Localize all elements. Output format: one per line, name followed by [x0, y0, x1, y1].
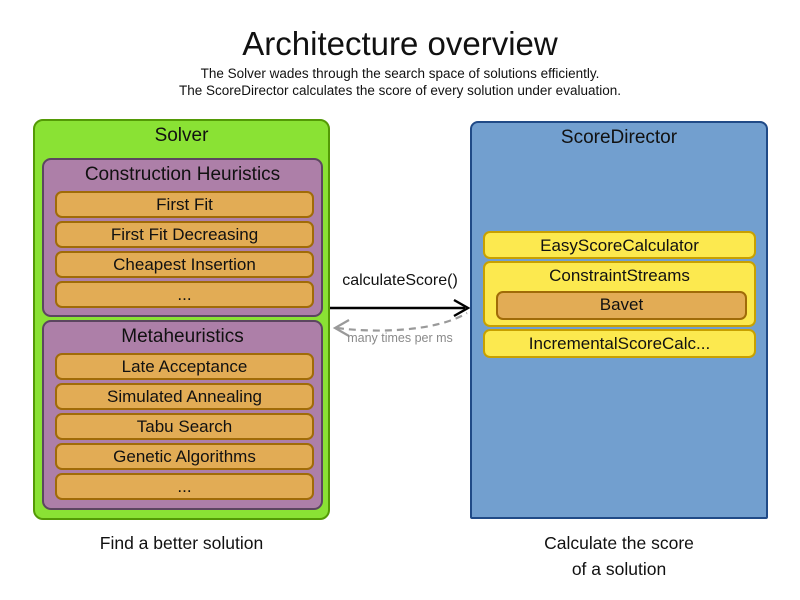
director-caption: Calculate the score of a solution: [470, 530, 768, 582]
metaheuristic-item: Simulated Annealing: [55, 383, 314, 410]
metaheuristic-item: Tabu Search: [55, 413, 314, 440]
easy-score-calculator-box: EasyScoreCalculator: [483, 231, 756, 259]
metaheuristic-item: Late Acceptance: [55, 353, 314, 380]
dashed-arrow-left-icon: [332, 312, 468, 337]
frequency-label: many times per ms: [347, 331, 453, 345]
heuristic-item: First Fit Decreasing: [55, 221, 314, 248]
director-caption-line-1: Calculate the score: [544, 533, 694, 553]
constraint-streams-box: ConstraintStreams Bavet: [483, 261, 756, 327]
constraint-streams-title: ConstraintStreams: [549, 266, 690, 285]
incremental-score-calculator-box: IncrementalScoreCalc...: [483, 329, 756, 358]
subtitle-line-2: The ScoreDirector calculates the score o…: [179, 83, 621, 98]
solver-box: Solver Construction Heuristics First Fit…: [33, 119, 330, 520]
solid-arrow-right-icon: [330, 298, 470, 318]
subtitle-line-1: The Solver wades through the search spac…: [200, 66, 600, 81]
heuristic-item: Cheapest Insertion: [55, 251, 314, 278]
construction-heuristics-title: Construction Heuristics: [84, 164, 281, 185]
metaheuristic-item-more: ...: [55, 473, 314, 500]
calculate-score-label: calculateScore(): [342, 272, 458, 289]
heuristic-item: First Fit: [55, 191, 314, 218]
metaheuristics-box: Metaheuristics Late Acceptance Simulated…: [42, 320, 323, 510]
metaheuristics-title: Metaheuristics: [121, 326, 244, 347]
page-title: Architecture overview: [242, 25, 558, 62]
construction-heuristics-box: Construction Heuristics First Fit First …: [42, 158, 323, 317]
scoredirector-box: ScoreDirector EasyScoreCalculator Constr…: [470, 121, 768, 519]
solver-title: Solver: [154, 125, 209, 146]
heuristic-item-more: ...: [55, 281, 314, 308]
bavet-box: Bavet: [496, 291, 747, 320]
call-arrows: [330, 298, 470, 337]
director-caption-line-2: of a solution: [571, 559, 667, 579]
metaheuristic-item: Genetic Algorithms: [55, 443, 314, 470]
scoredirector-title: ScoreDirector: [560, 127, 678, 148]
solver-caption: Find a better solution: [99, 533, 264, 553]
